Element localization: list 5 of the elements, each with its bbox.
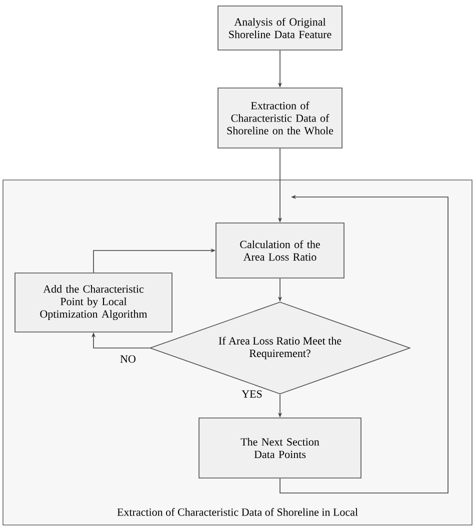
process-box: Calculation of the Area Loss Ratio	[216, 222, 344, 278]
process-box: The Next Section Data Points	[198, 418, 362, 478]
process-box: Analysis of Original Shoreline Data Feature	[218, 6, 342, 50]
process-box: Add the Characteristic Point by Local Optimization Algorithm	[14, 272, 172, 332]
process-box: Extraction of Characteristic Data of Shoreline on the Whole	[218, 88, 342, 148]
